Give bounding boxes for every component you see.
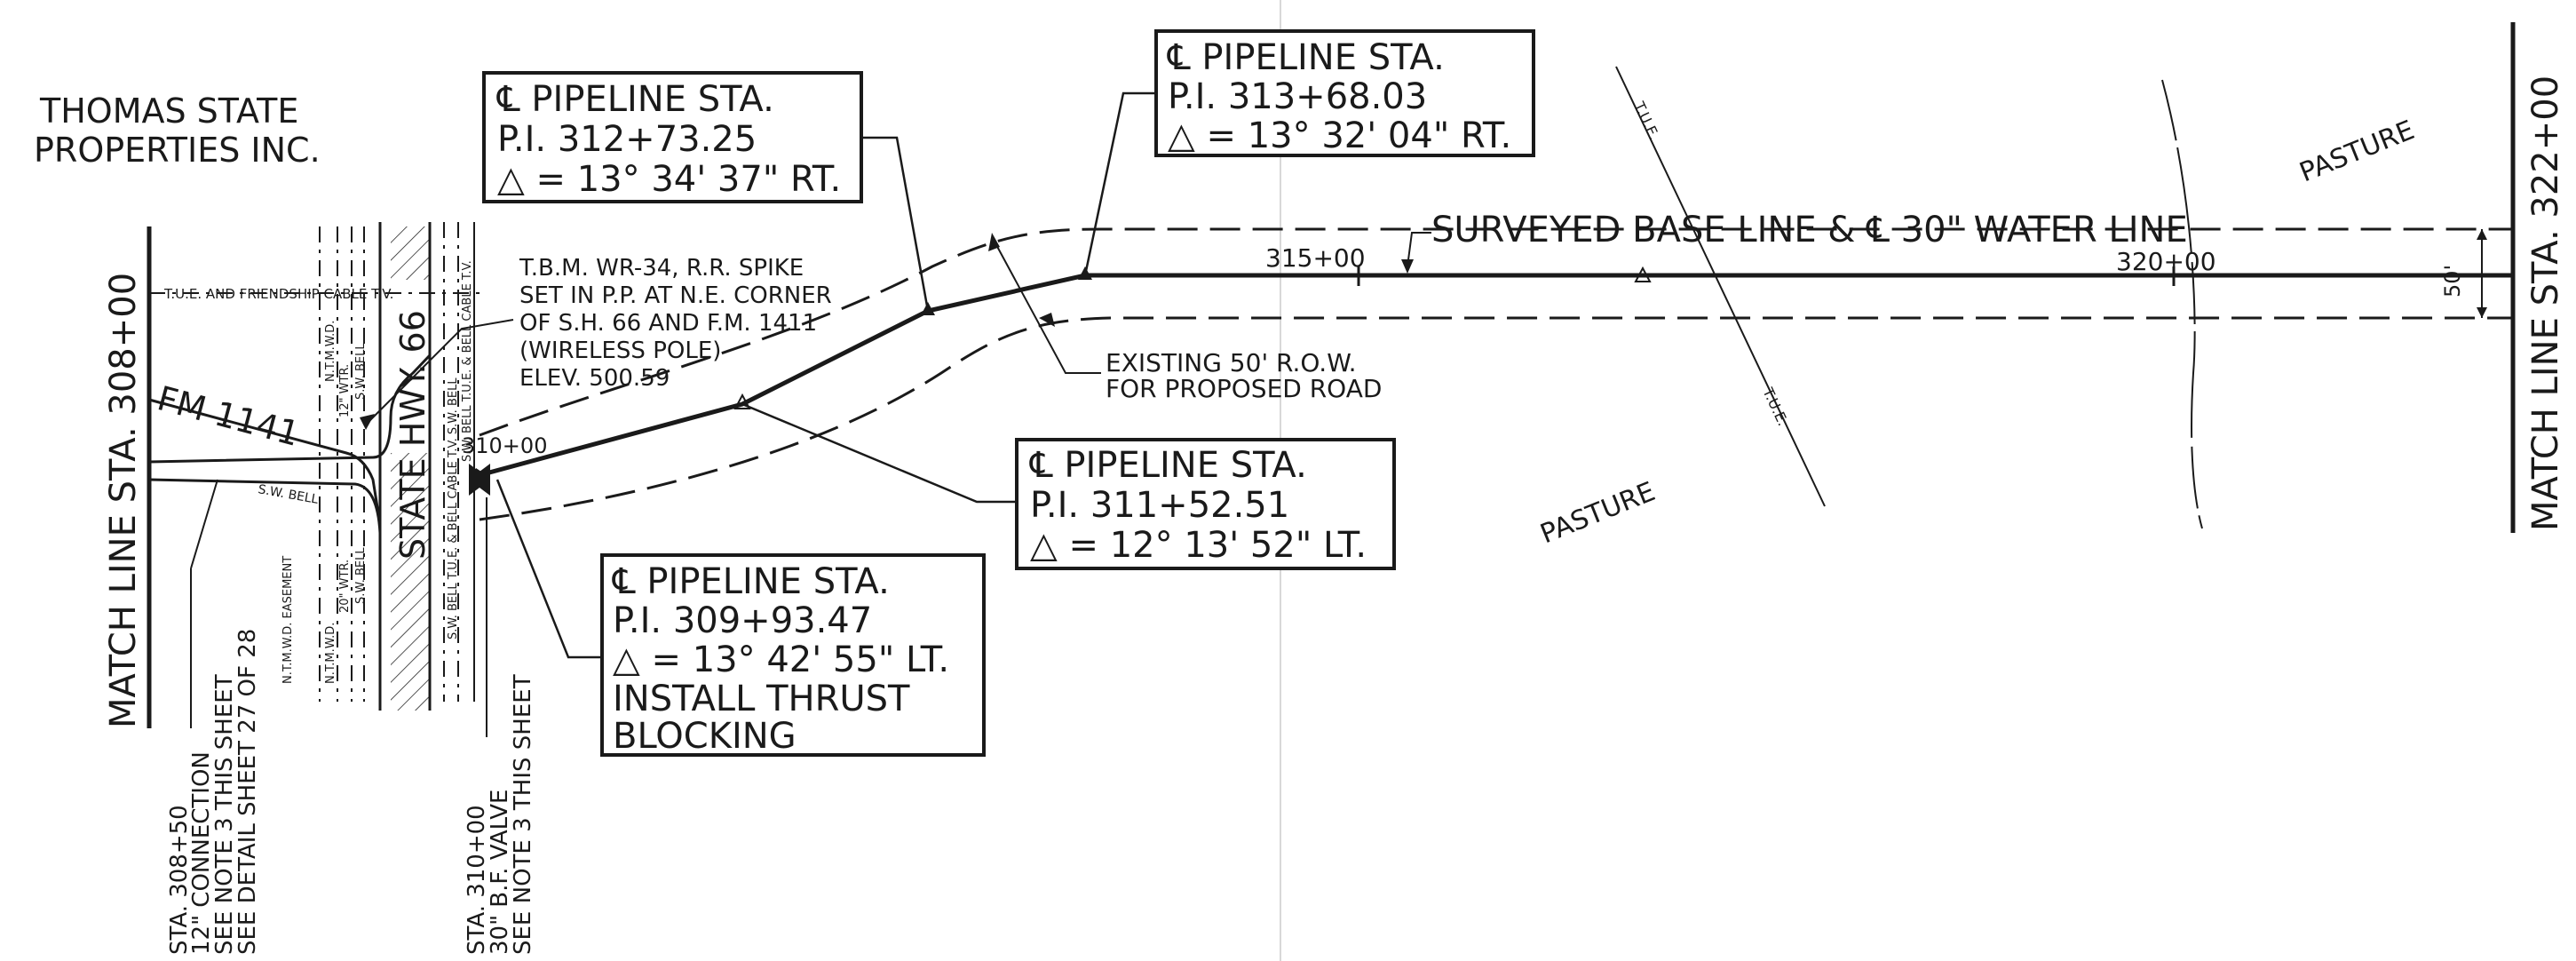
pi-309-title: ℄ PIPELINE STA. <box>612 561 890 602</box>
pi-callout-312: ℄ PIPELINE STA. P.I. 312+73.25 △ = 13° 3… <box>482 71 930 312</box>
note-sta-310-00: STA. 310+00 30" B.F. VALVE SEE NOTE 3 TH… <box>464 497 536 955</box>
tbm-line-5: ELEV. 500.59 <box>519 365 670 392</box>
pi-311-delta: △ = 12° 13' 52" LT. <box>1030 525 1367 566</box>
wtr12-label: 12" WTR. <box>338 364 352 417</box>
match-line-left: MATCH LINE STA. 308+00 <box>103 226 152 728</box>
pi-callout-309: ℄ PIPELINE STA. P.I. 309+93.47 △ = 13° 4… <box>495 479 986 757</box>
pi-312-station: P.I. 312+73.25 <box>497 119 757 160</box>
wtr20-label: 20" WTR. <box>338 560 352 613</box>
row-note: EXISTING 50' R.O.W. FOR PROPOSED ROAD <box>988 233 1382 403</box>
baseline-stations: 315+00 320+00 <box>1265 243 2216 286</box>
sta310-line-3: SEE NOTE 3 THIS SHEET <box>510 674 536 955</box>
match-line-left-label: MATCH LINE STA. 308+00 <box>103 273 144 728</box>
pi-313-delta: △ = 13° 32' 04" RT. <box>1168 115 1511 156</box>
pi-313-station: P.I. 313+68.03 <box>1168 76 1427 117</box>
state-hwy-label: STATE HWY. 66 <box>393 310 432 560</box>
station-310-label: 310+00 <box>462 433 547 458</box>
ntmwd-label-1: N.T.M.W.D. <box>324 321 337 382</box>
pi-313-title: ℄ PIPELINE STA. <box>1167 37 1445 78</box>
tue-diagonal-line: T.U.E. T.U.E. <box>1615 66 1826 507</box>
tbm-note: T.B.M. WR-34, R.R. SPIKE SET IN P.P. AT … <box>360 255 832 430</box>
row-note-line-1: EXISTING 50' R.O.W. <box>1106 348 1357 377</box>
tue-label-bottom: T.U.E. <box>1759 385 1792 429</box>
right-row-utilities-2: S.W. BELL T.U.E. & BELL CABLE T.V. <box>461 260 474 462</box>
swbell-row-label: S.W. BELL <box>257 482 319 507</box>
sta310-line-1: STA. 310+00 <box>464 805 490 955</box>
pi-311-station: P.I. 311+52.51 <box>1030 485 1289 526</box>
ntmwd-easement-label: N.T.M.W.D. EASEMENT <box>281 556 295 684</box>
ntmwd-label-2: N.T.M.W.D. <box>324 623 337 684</box>
pi-309-note-2: BLOCKING <box>613 716 797 757</box>
swbell-label-2: S.W. BELL <box>354 547 368 604</box>
fm-1141-label: FM 1141 <box>154 378 304 454</box>
station-315-label: 315+00 <box>1265 243 1366 273</box>
state-hwy-66: STATE HWY. 66 <box>391 226 432 711</box>
pi-311-title: ℄ PIPELINE STA. <box>1029 445 1307 486</box>
row-dimension-label: 50' <box>2440 265 2465 298</box>
tbm-line-1: T.B.M. WR-34, R.R. SPIKE <box>519 255 804 282</box>
note-sta-308-50: STA. 308+50 12" CONNECTION SEE NOTE 3 TH… <box>166 479 261 955</box>
match-line-right-label: MATCH LINE STA. 322+00 <box>2525 75 2566 531</box>
owner-label: THOMAS STATE PROPERTIES INC. <box>34 91 321 170</box>
owner-line-1: THOMAS STATE <box>39 91 298 131</box>
pi-309-delta: △ = 13° 42' 55" LT. <box>613 639 949 680</box>
pi-309-note-1: INSTALL THRUST <box>613 679 910 719</box>
pi-marker-311 <box>733 393 751 409</box>
utility-lines: N.T.M.W.D. 12" WTR. S.W. BELL N.T.M.W.D.… <box>281 222 475 711</box>
row-note-line-2: FOR PROPOSED ROAD <box>1106 374 1382 403</box>
owner-line-2: PROPERTIES INC. <box>34 131 321 170</box>
sta308-line-3: SEE NOTE 3 THIS SHEET <box>211 674 238 955</box>
sta308-line-4: SEE DETAIL SHEET 27 OF 28 <box>234 629 261 955</box>
right-row-utilities: S.W. BELL T.U.E. & BELL CABLE T.V. S.W. … <box>447 377 460 639</box>
station-320-label: 320+00 <box>2116 247 2216 276</box>
pi-309-station: P.I. 309+93.47 <box>613 600 872 641</box>
bf-valve-symbol: 310+00 <box>462 433 547 496</box>
pi-callout-313: ℄ PIPELINE STA. P.I. 313+68.03 △ = 13° 3… <box>1083 29 1535 276</box>
pi-callout-311: ℄ PIPELINE STA. P.I. 311+52.51 △ = 12° 1… <box>741 402 1396 570</box>
tbm-line-2: SET IN P.P. AT N.E. CORNER <box>519 282 832 309</box>
pasture-label-top: PASTURE <box>2295 115 2419 188</box>
proposed-road-row <box>479 227 2513 521</box>
baseline-label-group: SURVEYED BASE LINE & ℄ 30" WATER LINE <box>1401 210 2188 274</box>
sta308-line-2: 12" CONNECTION <box>188 751 215 955</box>
sta308-line-1: STA. 308+50 <box>166 805 193 955</box>
tue-label-top: T.U.E. <box>1630 99 1663 143</box>
row-dimension: 50' <box>2440 229 2487 318</box>
baseline-label: SURVEYED BASE LINE & ℄ 30" WATER LINE <box>1431 210 2188 250</box>
tbm-line-4: (WIRELESS POLE) <box>519 338 721 364</box>
field-edge-line <box>2161 79 2203 529</box>
pi-312-title: ℄ PIPELINE STA. <box>496 79 774 120</box>
tue-cable-label: T.U.E. AND FRIENDSHIP CABLE T.V. <box>163 286 393 302</box>
fm-1141-road: FM 1141 S.W. BELL <box>148 353 432 534</box>
pi-312-delta: △ = 13° 34' 37" RT. <box>497 159 841 200</box>
tbm-line-3: OF S.H. 66 AND F.M. 1411 <box>519 310 817 337</box>
sta310-line-2: 30" B.F. VALVE <box>487 790 513 955</box>
match-line-right: MATCH LINE STA. 322+00 <box>2510 22 2566 533</box>
pi-marker-317 <box>1634 266 1652 282</box>
tue-cable-line: T.U.E. AND FRIENDSHIP CABLE T.V. <box>149 286 484 302</box>
pasture-label-bottom: PASTURE <box>1536 476 1660 550</box>
swbell-label-1: S.W. BELL <box>354 343 368 400</box>
